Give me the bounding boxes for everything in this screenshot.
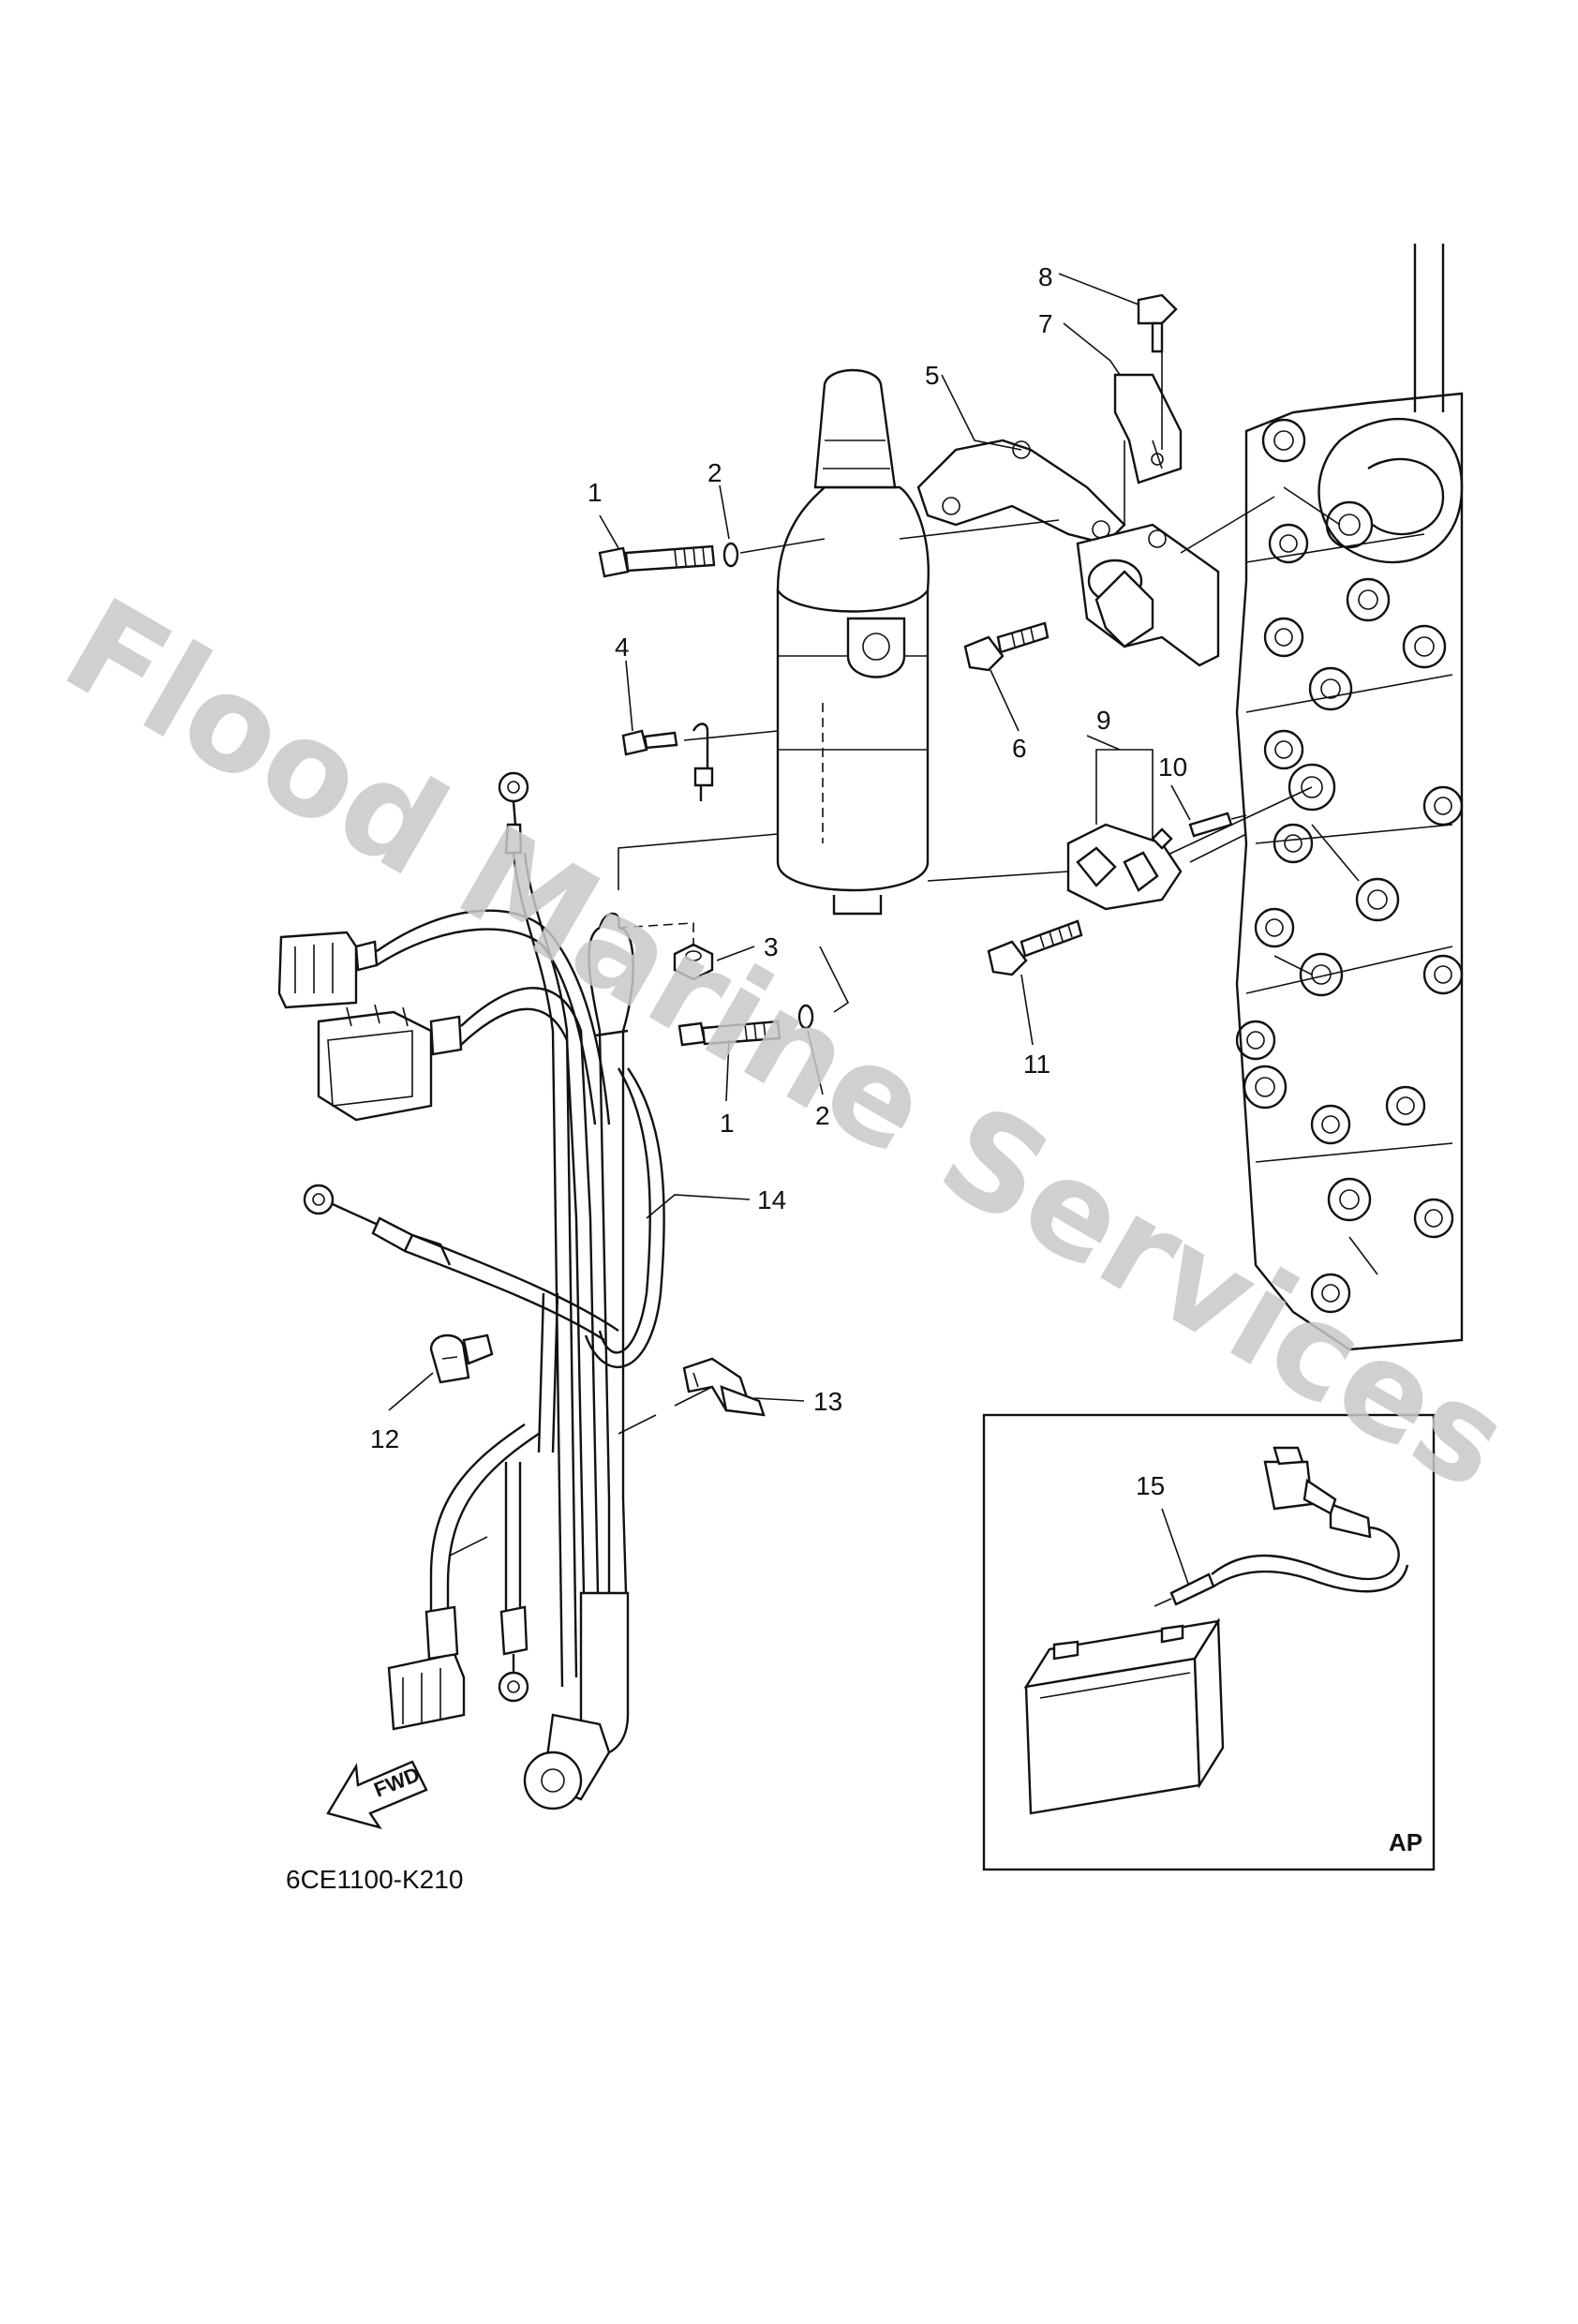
starter-relay xyxy=(1066,823,1183,911)
callout-2-top: 2 xyxy=(707,458,722,487)
callout-5: 5 xyxy=(925,361,940,390)
bolt-1-bottom xyxy=(677,1020,782,1047)
bolt-1-top xyxy=(598,544,716,578)
bracket xyxy=(916,439,1126,545)
callout-3: 3 xyxy=(764,932,779,961)
fwd-arrow: FWD xyxy=(326,1760,428,1830)
leader-lines xyxy=(388,273,1191,1585)
callout-2-bottom: 2 xyxy=(815,1101,830,1130)
bolt-6 xyxy=(963,621,1050,672)
callout-12: 12 xyxy=(370,1424,399,1453)
washer-2-bottom xyxy=(797,1004,814,1030)
callout-1-top: 1 xyxy=(588,478,603,507)
callout-4: 4 xyxy=(615,633,630,662)
washer-2-top xyxy=(722,542,739,568)
callout-9: 9 xyxy=(1096,706,1111,735)
stay xyxy=(1076,523,1220,667)
wire-harness xyxy=(277,771,713,1810)
callout-11: 11 xyxy=(1023,1050,1050,1079)
callout-6: 6 xyxy=(1012,734,1027,763)
callout-10: 10 xyxy=(1158,752,1187,782)
callout-14: 14 xyxy=(757,1185,786,1214)
callout-7: 7 xyxy=(1038,309,1053,338)
clamp-12 xyxy=(429,1333,494,1384)
holder xyxy=(1113,373,1183,484)
callout-13: 13 xyxy=(813,1387,842,1416)
bolt-8 xyxy=(1137,293,1178,353)
callouts: 1 2 4 5 7 8 6 9 10 3 1 2 11 14 12 13 15 xyxy=(370,262,1187,1500)
engine-block xyxy=(1235,244,1464,1351)
screw-4 xyxy=(621,729,678,756)
inset-label: AP xyxy=(1389,1828,1422,1856)
assembly-lines xyxy=(618,351,1313,1013)
inset-box xyxy=(982,1413,1436,1871)
drawing-code: 6CE1100-K210 xyxy=(286,1865,463,1894)
clamp-13 xyxy=(682,1357,766,1417)
starter-motor xyxy=(776,368,930,916)
callout-15: 15 xyxy=(1136,1471,1165,1500)
pin-10 xyxy=(1188,812,1247,838)
callout-1-bottom: 1 xyxy=(720,1109,735,1138)
callout-8: 8 xyxy=(1038,262,1053,291)
nut-3 xyxy=(673,943,714,981)
bolt-11 xyxy=(987,919,1083,976)
